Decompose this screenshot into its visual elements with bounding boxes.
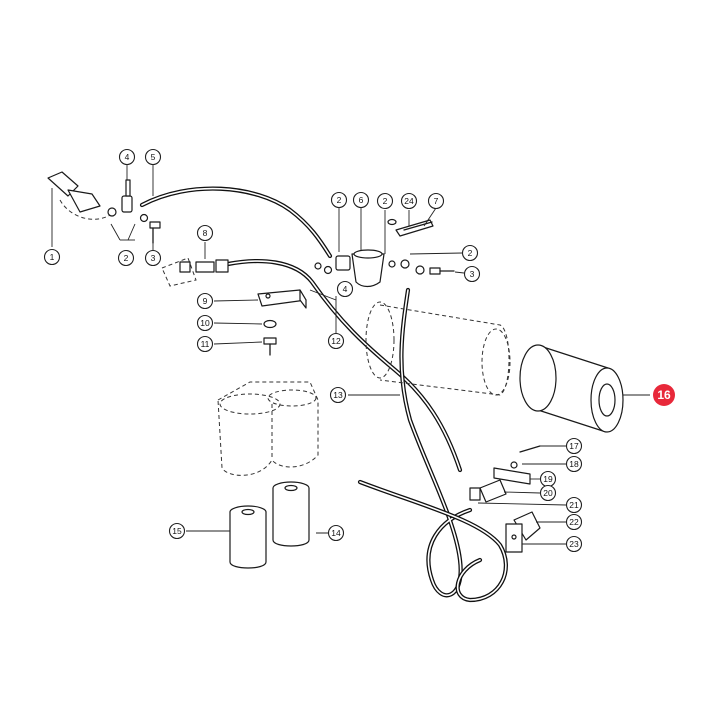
svg-text:1: 1 (50, 252, 55, 262)
ghost-filter-housing (217, 381, 319, 476)
svg-text:7: 7 (434, 196, 439, 206)
svg-text:13: 13 (333, 390, 343, 400)
callout-4-banjo: 4 (118, 148, 136, 166)
svg-text:12: 12 (331, 336, 341, 346)
callout-18: 18 (565, 455, 583, 473)
callout-14: 14 (327, 524, 345, 542)
svg-text:2: 2 (124, 253, 129, 263)
svg-text:14: 14 (331, 528, 341, 538)
svg-text:22: 22 (569, 517, 579, 527)
callout-17: 17 (565, 437, 583, 455)
callout-22: 22 (565, 513, 583, 531)
svg-text:24: 24 (404, 196, 414, 206)
callout-24: 24 (400, 192, 418, 210)
callout-6: 6 (352, 191, 370, 209)
svg-text:2: 2 (337, 195, 342, 205)
callout-12: 12 (327, 332, 345, 350)
callout-19: 19 (539, 470, 557, 488)
svg-text:15: 15 (172, 526, 182, 536)
fuel-hoses (139, 186, 508, 603)
part-tee-fitting (161, 242, 229, 287)
callout-11: 11 (196, 335, 214, 353)
callout-8: 8 (196, 224, 214, 242)
callout-10: 10 (196, 314, 214, 332)
leader-lines (126, 162, 465, 534)
svg-text:3: 3 (470, 269, 475, 279)
callout-20: 20 (539, 484, 557, 502)
part-filter-element-small (272, 481, 310, 547)
svg-text:21: 21 (569, 500, 579, 510)
svg-text:17: 17 (569, 441, 579, 451)
part-filter-cartridge (519, 344, 650, 433)
part-clamp-bracket (469, 445, 567, 553)
svg-text:3: 3 (151, 253, 156, 263)
part-callouts: 1 2 3 4 5 8 9 10 11 12 13 14 15 2 6 2 24… (43, 148, 675, 553)
callout-4-pump: 4 (336, 280, 354, 298)
svg-text:2: 2 (383, 196, 388, 206)
svg-text:4: 4 (125, 152, 130, 162)
svg-text:20: 20 (543, 488, 553, 498)
svg-text:5: 5 (151, 152, 156, 162)
callout-7: 7 (427, 192, 445, 210)
part-fitting (47, 171, 113, 247)
svg-text:9: 9 (203, 296, 208, 306)
svg-text:19: 19 (543, 474, 553, 484)
part-banjo-screw-top (107, 179, 161, 244)
part-bracket-block (213, 289, 307, 356)
callout-2-pump-mid: 2 (376, 192, 394, 210)
callout-3-screw: 3 (144, 249, 162, 267)
svg-text:18: 18 (569, 459, 579, 469)
callout-3-pump: 3 (463, 265, 481, 283)
svg-text:11: 11 (201, 339, 210, 349)
callout-2-pump-left: 2 (330, 191, 348, 209)
callout-2-washer: 2 (117, 249, 135, 267)
svg-text:10: 10 (200, 318, 210, 328)
svg-text:16: 16 (657, 388, 671, 402)
part-fuel-pump (314, 208, 455, 288)
svg-text:8: 8 (203, 228, 208, 238)
svg-text:2: 2 (468, 248, 473, 258)
callout-15: 15 (168, 522, 186, 540)
callout-13: 13 (329, 386, 347, 404)
callout-9: 9 (196, 292, 214, 310)
callout-21: 21 (565, 496, 583, 514)
callout-16-highlighted: 16 (653, 384, 675, 406)
svg-text:23: 23 (569, 539, 579, 549)
callout-2-pump-right: 2 (461, 244, 479, 262)
part-filter-element-large (229, 505, 267, 569)
callout-23: 23 (565, 535, 583, 553)
callout-5: 5 (144, 148, 162, 166)
callout-1: 1 (43, 248, 61, 266)
svg-text:6: 6 (359, 195, 364, 205)
svg-text:4: 4 (343, 284, 348, 294)
ghost-filter-body (365, 301, 511, 396)
part-bleed-screw (387, 207, 437, 237)
